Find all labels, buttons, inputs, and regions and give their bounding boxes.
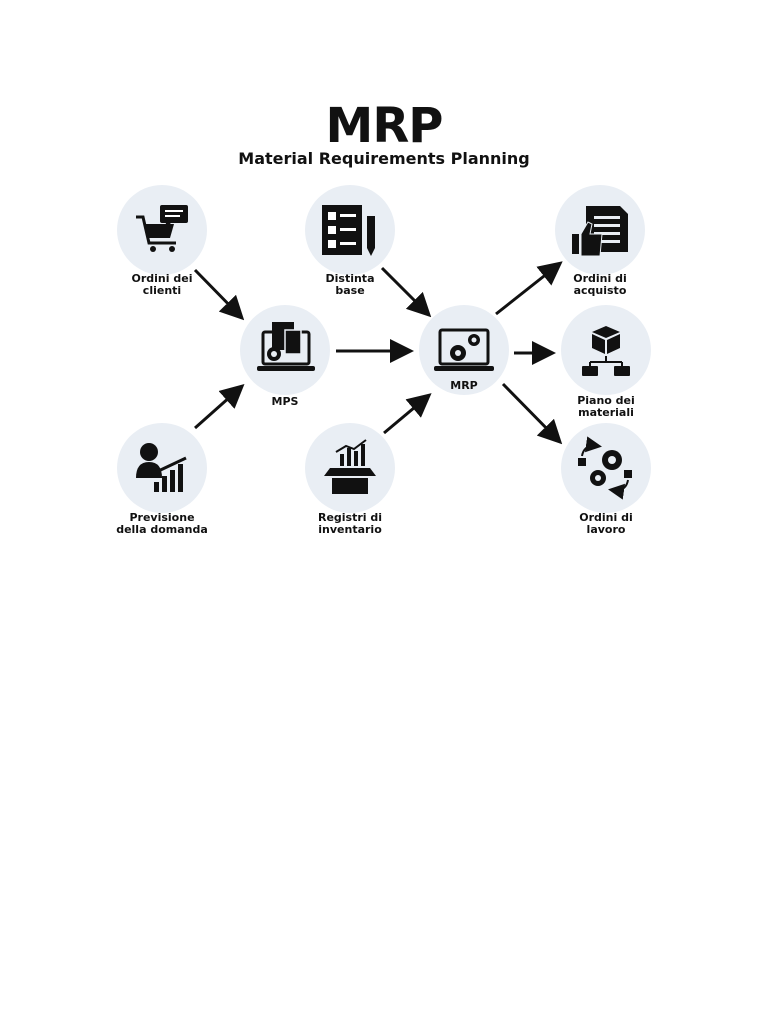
checklist-pencil-icon (322, 205, 375, 256)
arrow-previsione-to-mps (194, 384, 245, 430)
thumbs-up-document-icon (572, 206, 628, 257)
laptop-gears-icon (434, 328, 494, 371)
box-chart-icon (324, 439, 376, 494)
label-registri: Registri di inventario (317, 511, 383, 536)
arrow-distinta-to-mrp (380, 266, 432, 318)
label-ordini-acquisto: Ordini di acquisto (573, 272, 627, 297)
arrow-ordini-to-mps (193, 268, 245, 321)
laptop-document-gear-icon (257, 322, 315, 371)
gears-cycle-icon (578, 436, 632, 500)
label-ordini-clienti: Ordini dei clienti (131, 272, 193, 297)
shopping-cart-chat-icon (136, 205, 188, 252)
label-mps: MPS (271, 395, 299, 408)
arrow-registri-to-mrp (383, 393, 432, 435)
person-growth-chart-icon (136, 443, 187, 492)
label-ordini-lavoro: Ordini di lavoro (579, 511, 633, 536)
label-previsione: Previsione della domanda (116, 511, 208, 536)
box-hierarchy-icon (582, 326, 630, 376)
arrow-mrp-to-acquisto (495, 261, 563, 316)
diagram-subtitle: Material Requirements Planning (238, 149, 530, 168)
arrow-mrp-to-lavoro (501, 382, 563, 445)
diagram-title: MRP (325, 98, 444, 154)
label-distinta: Distinta base (325, 272, 375, 297)
label-piano: Piano dei materiali (577, 394, 635, 419)
label-mrp: MRP (450, 379, 478, 392)
node-circle-piano (561, 305, 651, 395)
